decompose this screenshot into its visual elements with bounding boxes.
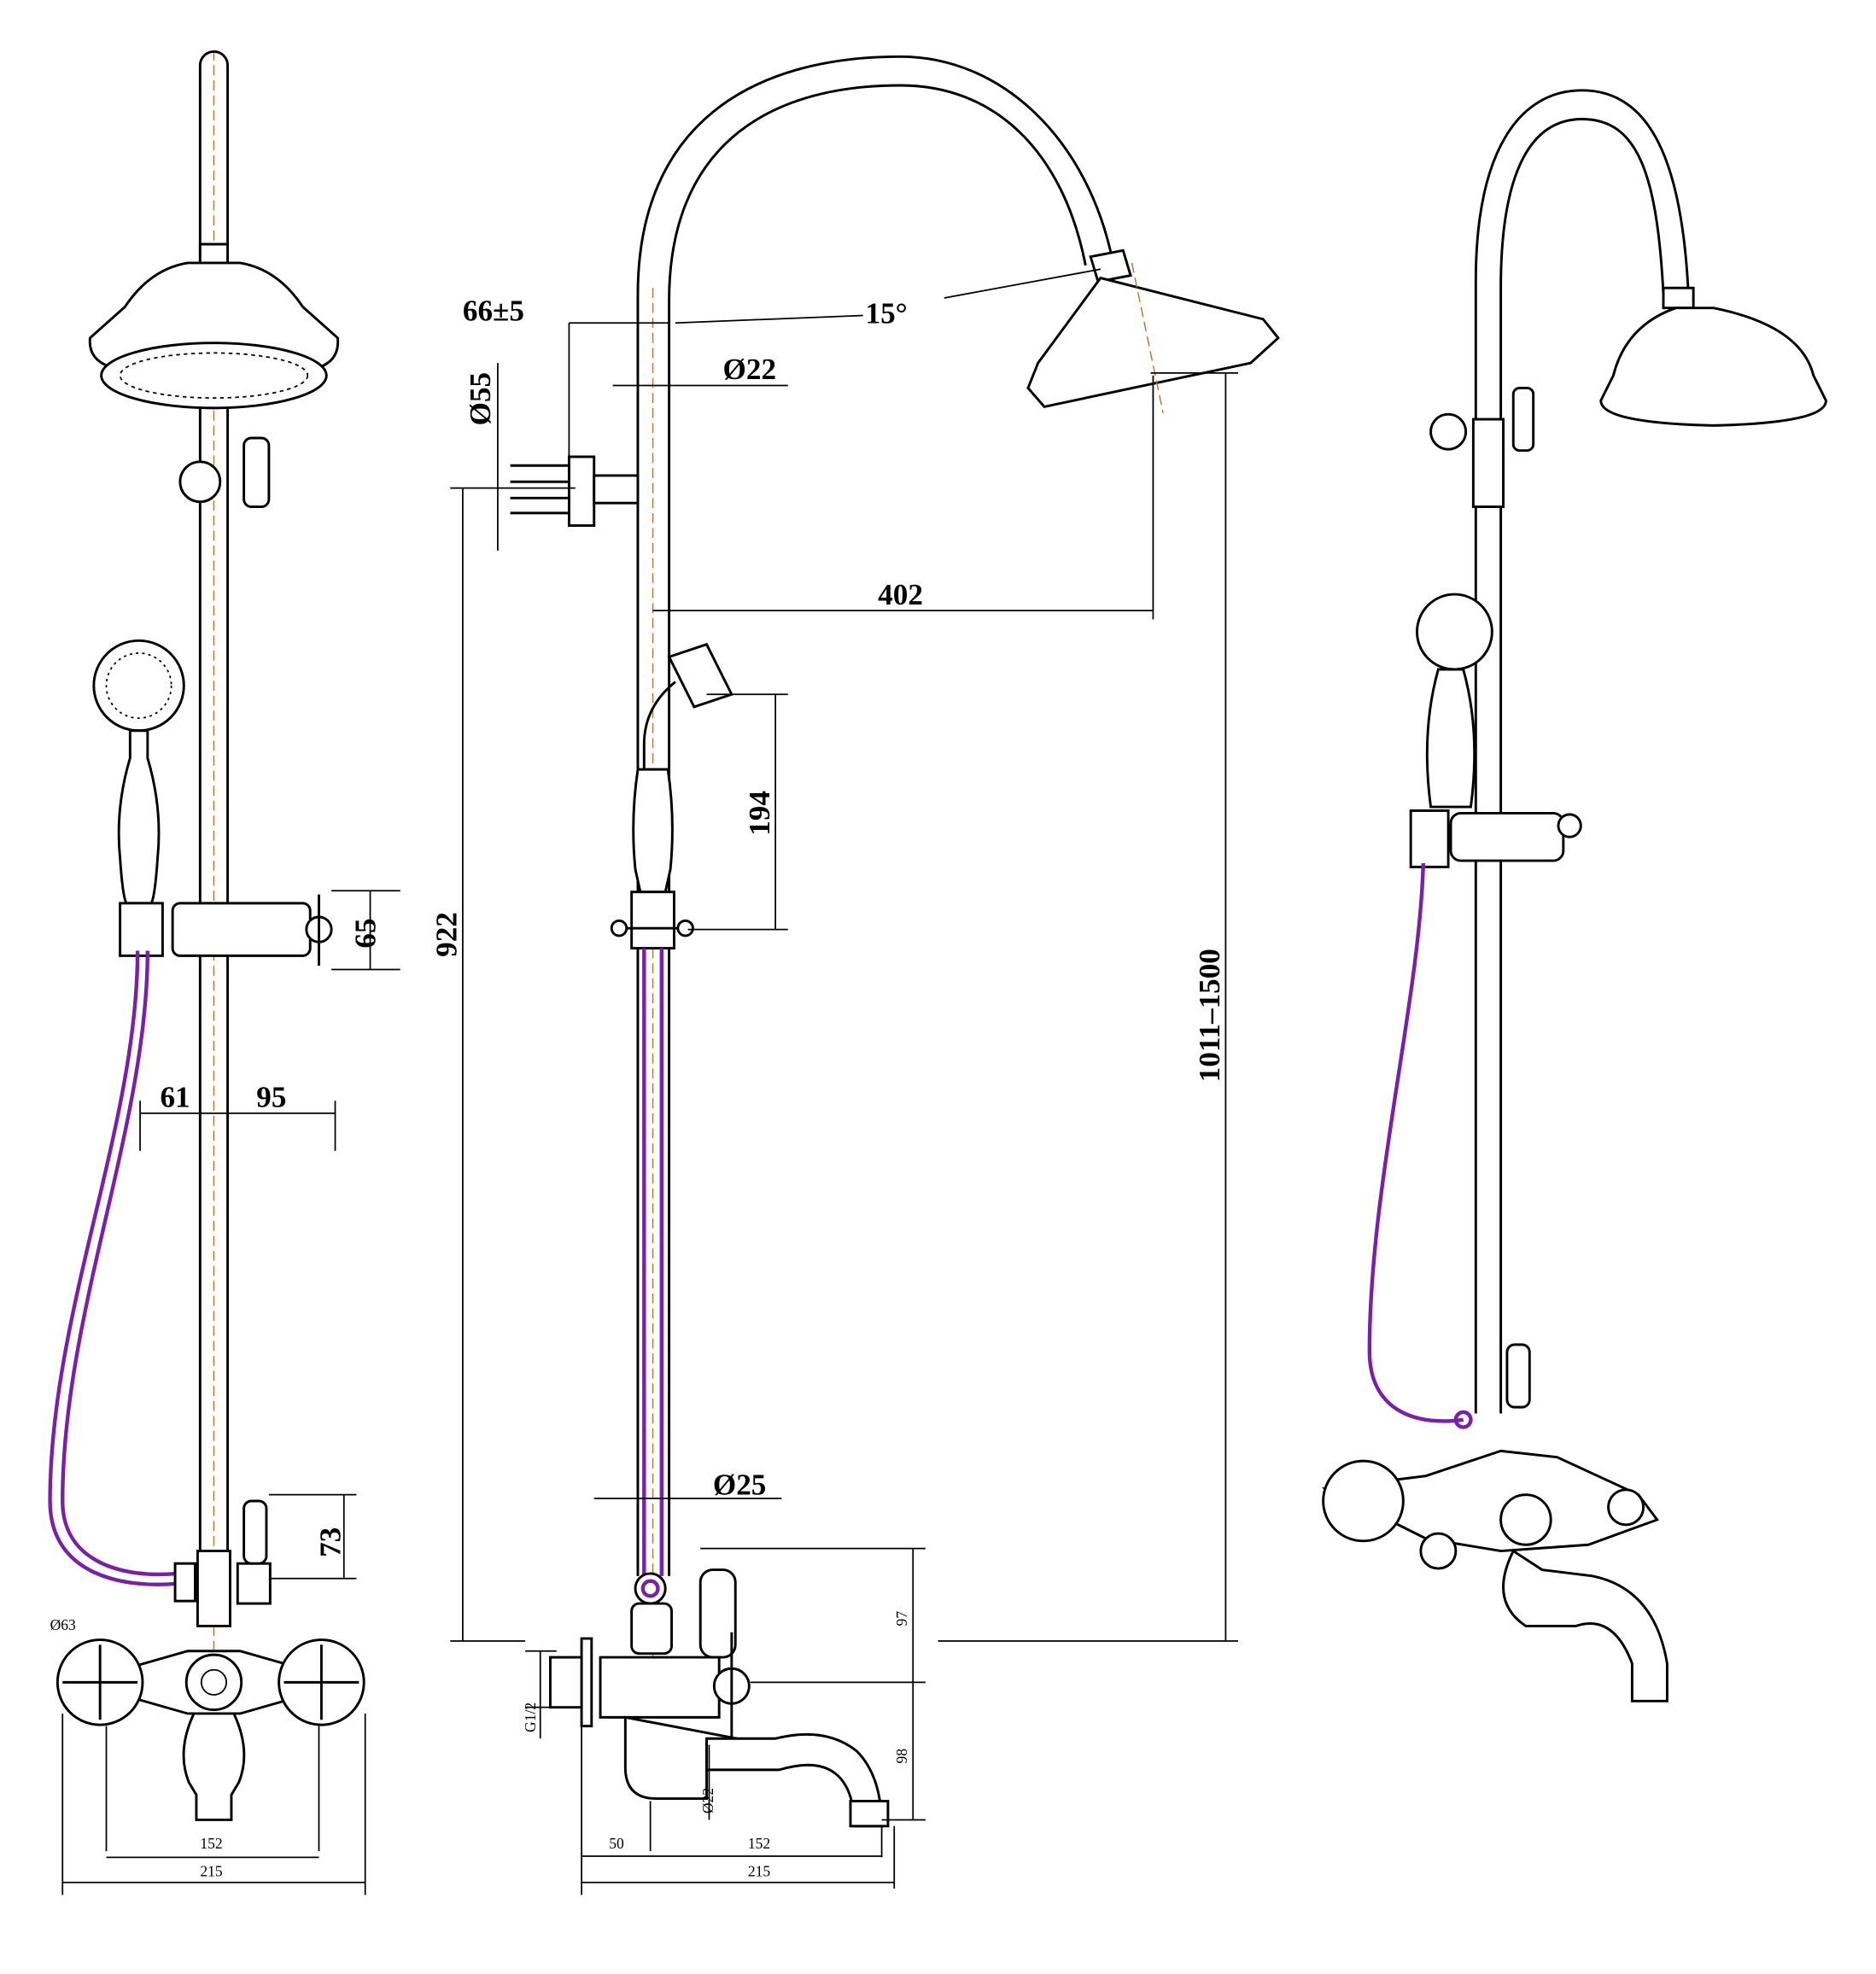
dim-valve-height: 73 — [313, 1527, 347, 1557]
persp-hand-shower — [1416, 593, 1493, 671]
dim-axis-to-spout: 98 — [893, 1749, 910, 1764]
hand-shower-head — [92, 639, 185, 733]
hand-shower-handle — [117, 729, 161, 905]
front-view: Ø63 61 95 65 73 152 215 — [48, 50, 400, 1895]
dim-total-width: 215 — [200, 1862, 223, 1879]
dim-head-angle: 15° — [866, 296, 908, 330]
persp-hose — [1367, 862, 1464, 1423]
shower-arm — [636, 55, 1114, 1576]
shower-hose — [48, 950, 178, 1586]
wall-flange — [580, 1637, 593, 1728]
dim-hand-offset: 61 — [160, 1081, 190, 1114]
slider-bracket — [171, 902, 312, 957]
side-mixer-body — [599, 1656, 721, 1719]
dim-total-depth: 215 — [748, 1862, 771, 1879]
wall-holder — [178, 460, 222, 504]
dim-holder-diameter: Ø55 — [464, 372, 497, 425]
dim-valve-to-axis: 97 — [893, 1611, 910, 1627]
side-view: 66±5 15° Ø22 Ø55 402 194 922 1011–1500 Ø… — [430, 55, 1280, 1895]
dim-thread: G1/2 — [522, 1702, 539, 1732]
dim-inlet-spacing: 152 — [200, 1835, 222, 1852]
persp-slider — [1449, 811, 1565, 862]
persp-spout — [1502, 1549, 1669, 1702]
dim-wall-depth: 50 — [609, 1835, 624, 1852]
dim-slider-height: 65 — [348, 918, 382, 948]
dim-head-height-range: 1011–1500 — [1193, 949, 1226, 1082]
dim-spout-reach: 152 — [748, 1835, 770, 1852]
riser-pipe — [198, 50, 230, 1570]
side-wall-holder — [567, 455, 596, 528]
dim-pipe-diameter: Ø22 — [723, 353, 776, 386]
dim-hand-shower-height: 194 — [743, 791, 776, 836]
threaded-inlet — [548, 1656, 583, 1709]
side-diverter-knob — [698, 1568, 737, 1659]
persp-mixer-body — [1321, 1449, 1660, 1553]
dim-spout-diameter: Ø22 — [699, 1788, 716, 1813]
dim-handle-offset: 95 — [256, 1081, 286, 1114]
dim-wall-offset: 66±5 — [463, 294, 524, 327]
dim-handle-diameter: Ø63 — [50, 1616, 76, 1633]
diverter-knob — [243, 1499, 268, 1565]
perspective-view — [1321, 89, 1827, 1702]
bath-spout — [182, 1712, 246, 1821]
dim-riser-height: 922 — [430, 912, 464, 957]
persp-shower-head — [1599, 307, 1827, 427]
hose-connector — [119, 902, 164, 957]
dim-lower-pipe-diameter: Ø25 — [713, 1469, 766, 1502]
persp-shower-arm — [1474, 89, 1690, 1414]
side-hand-shower — [667, 642, 733, 709]
side-shower-head — [1026, 276, 1280, 409]
dim-arm-reach: 402 — [878, 578, 923, 611]
